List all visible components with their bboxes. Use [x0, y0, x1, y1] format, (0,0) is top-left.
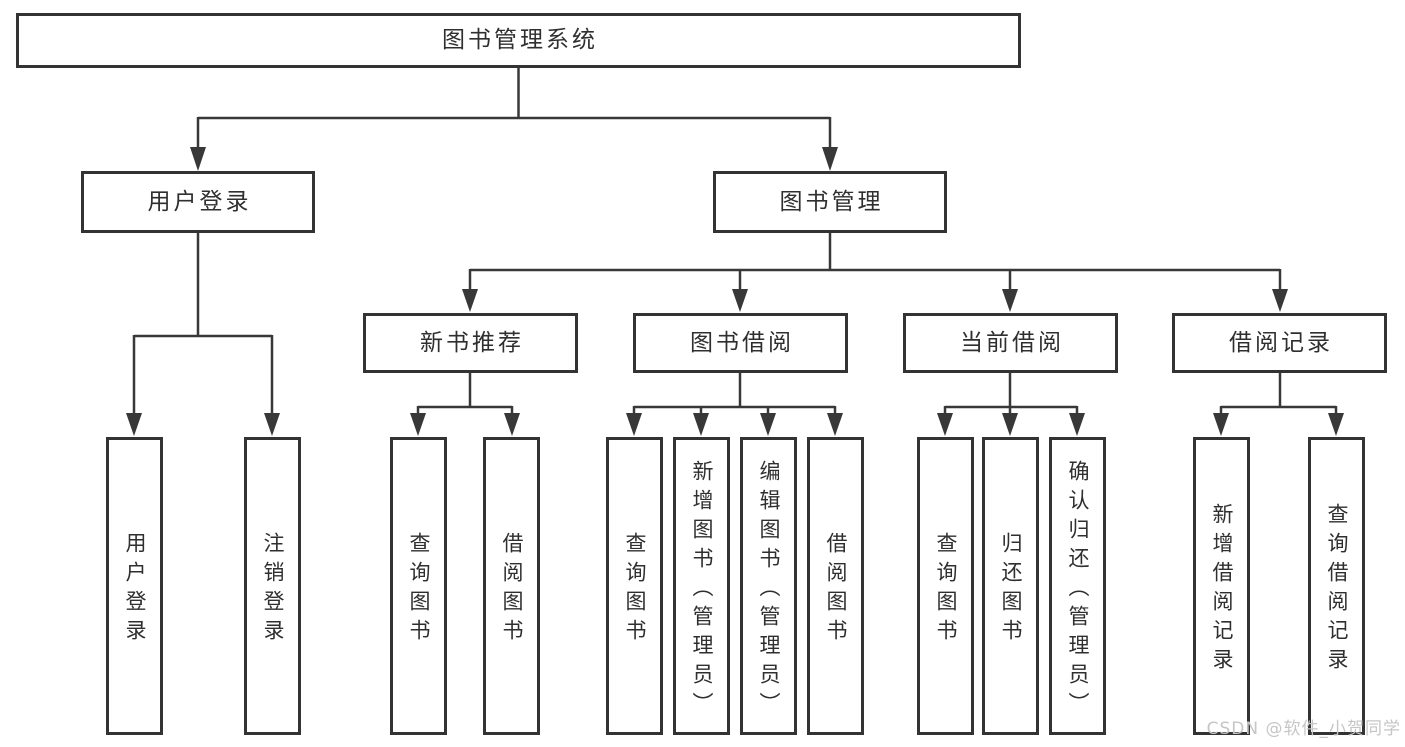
leaf-current-return: 归还图书	[982, 437, 1039, 735]
leaf-record-query: 查询借阅记录	[1308, 437, 1365, 735]
node-book-management: 图书管理	[713, 171, 947, 233]
leaf-newbook-query: 查询图书	[390, 437, 447, 735]
leaf-borrow-query: 查询图书	[606, 437, 663, 735]
node-current-borrow: 当前借阅	[903, 313, 1118, 373]
csdn-watermark: CSDN @软件_小贺同学	[1206, 719, 1401, 739]
leaf-current-query: 查询图书	[917, 437, 974, 735]
leaf-newbook-borrow: 借阅图书	[483, 437, 540, 735]
leaf-current-confirm-admin: 确认归还（管理员）	[1049, 437, 1106, 735]
arrowheads	[126, 147, 1344, 436]
node-borrow-record: 借阅记录	[1172, 313, 1387, 373]
leaf-borrow-edit-admin: 编辑图书（管理员）	[740, 437, 797, 735]
node-user-login: 用户登录	[81, 171, 315, 233]
leaf-borrow-add-admin: 新增图书（管理员）	[673, 437, 730, 735]
leaf-logout: 注销登录	[244, 437, 301, 735]
leaf-borrow-book: 借阅图书	[807, 437, 864, 735]
node-root: 图书管理系统	[16, 13, 1021, 68]
leaf-record-add: 新增借阅记录	[1193, 437, 1250, 735]
node-book-borrow: 图书借阅	[633, 313, 848, 373]
node-new-book-recommend: 新书推荐	[363, 313, 578, 373]
leaf-user-login: 用户登录	[106, 437, 163, 735]
